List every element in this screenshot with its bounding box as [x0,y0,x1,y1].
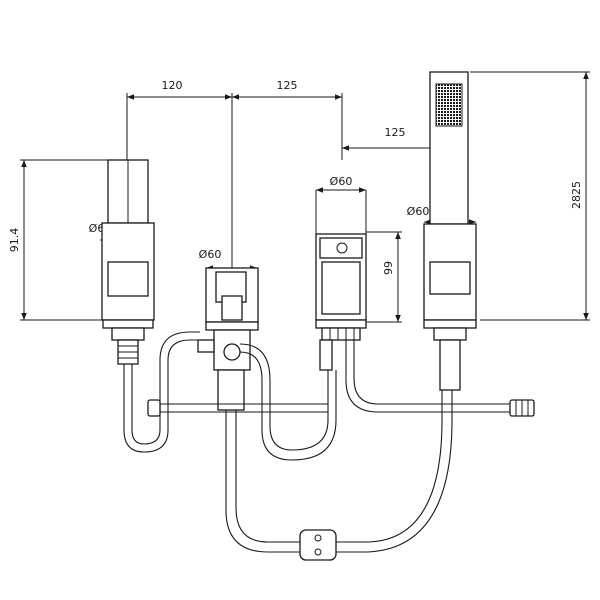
left-handle [101,159,155,365]
center-diverter [197,267,259,411]
dim-dia-handshower: Ø60 [407,205,430,218]
hose-connectors [147,399,535,561]
dim-spacing-right: 125 [385,126,406,139]
hoses [123,331,510,553]
spout [315,233,367,371]
dim-height-right: 2825 [570,181,583,209]
dim-height-spout: 99 [382,261,395,275]
dim-spacing-left: 120 [162,79,183,92]
dim-height-left: 91.4 [8,228,21,253]
hand-shower [423,71,477,391]
dim-dia-spout: Ø60 [330,175,353,188]
dim-spacing-mid: 125 [277,79,298,92]
dim-dia-center: Ø60 [199,248,222,261]
